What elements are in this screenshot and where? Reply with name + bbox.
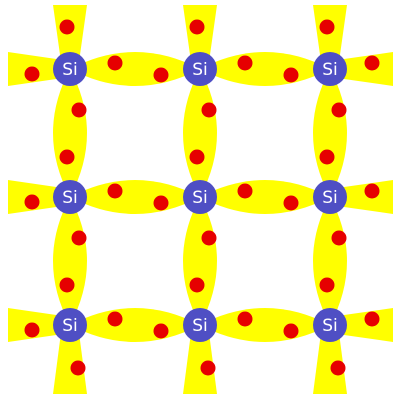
si-atom-2-2: Si [313, 308, 347, 342]
electron-v-1-1-a [202, 231, 217, 246]
electron-h-0-0-a [108, 56, 123, 71]
bond-v-1-0 [183, 69, 217, 197]
electron-left-2 [25, 323, 40, 338]
bond-h-0-1 [200, 52, 330, 86]
electron-top-0 [60, 20, 75, 35]
electron-v-0-1-a [72, 231, 87, 246]
bond-v-2-0 [313, 69, 347, 197]
atom-label: Si [322, 188, 338, 208]
electron-v-2-0-b [320, 150, 335, 165]
atom-label: Si [62, 60, 78, 80]
si-atom-1-0: Si [53, 180, 87, 214]
electron-h-2-0-b [154, 324, 169, 339]
atom-label: Si [192, 188, 208, 208]
si-atom-2-0: Si [53, 308, 87, 342]
si-atom-1-1: Si [183, 180, 217, 214]
electron-h-0-1-b [284, 68, 299, 83]
electron-v-1-0-a [202, 103, 217, 118]
electron-right-2 [365, 312, 380, 327]
electron-h-2-1-b [284, 324, 299, 339]
bond-v-1-1 [183, 197, 217, 325]
si-atom-2-1: Si [183, 308, 217, 342]
bond-h-1-1 [200, 180, 330, 214]
atom-label: Si [192, 60, 208, 80]
bond-v-0-0 [53, 69, 87, 197]
electron-v-0-0-a [72, 103, 87, 118]
electron-h-1-1-a [238, 184, 253, 199]
electron-v-0-0-b [60, 150, 75, 165]
atom-label: Si [322, 60, 338, 80]
electron-top-1 [190, 20, 205, 35]
electron-left-0 [25, 67, 40, 82]
bond-h-1-0 [70, 180, 200, 214]
electron-h-0-0-b [154, 68, 169, 83]
electron-v-1-1-b [190, 278, 205, 293]
electron-v-2-1-a [332, 231, 347, 246]
bond-v-0-1 [53, 197, 87, 325]
electron-left-1 [25, 195, 40, 210]
si-atom-1-2: Si [313, 180, 347, 214]
bond-h-2-1 [200, 308, 330, 342]
electron-v-1-0-b [190, 150, 205, 165]
electron-h-0-1-a [238, 56, 253, 71]
electron-bottom-1 [201, 361, 216, 376]
atom-label: Si [62, 188, 78, 208]
electron-bottom-0 [71, 361, 86, 376]
electron-h-2-0-a [108, 312, 123, 327]
electron-top-2 [320, 20, 335, 35]
electron-right-1 [365, 184, 380, 199]
bond-v-2-1 [313, 197, 347, 325]
atom-label: Si [192, 316, 208, 336]
si-atom-0-1: Si [183, 52, 217, 86]
si-atom-0-0: Si [53, 52, 87, 86]
electron-right-0 [365, 56, 380, 71]
si-atom-0-2: Si [313, 52, 347, 86]
electron-v-2-1-b [320, 278, 335, 293]
atom-label: Si [62, 316, 78, 336]
electron-bottom-2 [331, 361, 346, 376]
electron-h-1-0-a [108, 184, 123, 199]
electron-v-2-0-a [332, 103, 347, 118]
atom-label: Si [322, 316, 338, 336]
bond-h-2-0 [70, 308, 200, 342]
electron-h-1-0-b [154, 196, 169, 211]
bond-h-0-0 [70, 52, 200, 86]
electron-h-2-1-a [238, 312, 253, 327]
electron-v-0-1-b [60, 278, 75, 293]
electron-h-1-1-b [284, 196, 299, 211]
